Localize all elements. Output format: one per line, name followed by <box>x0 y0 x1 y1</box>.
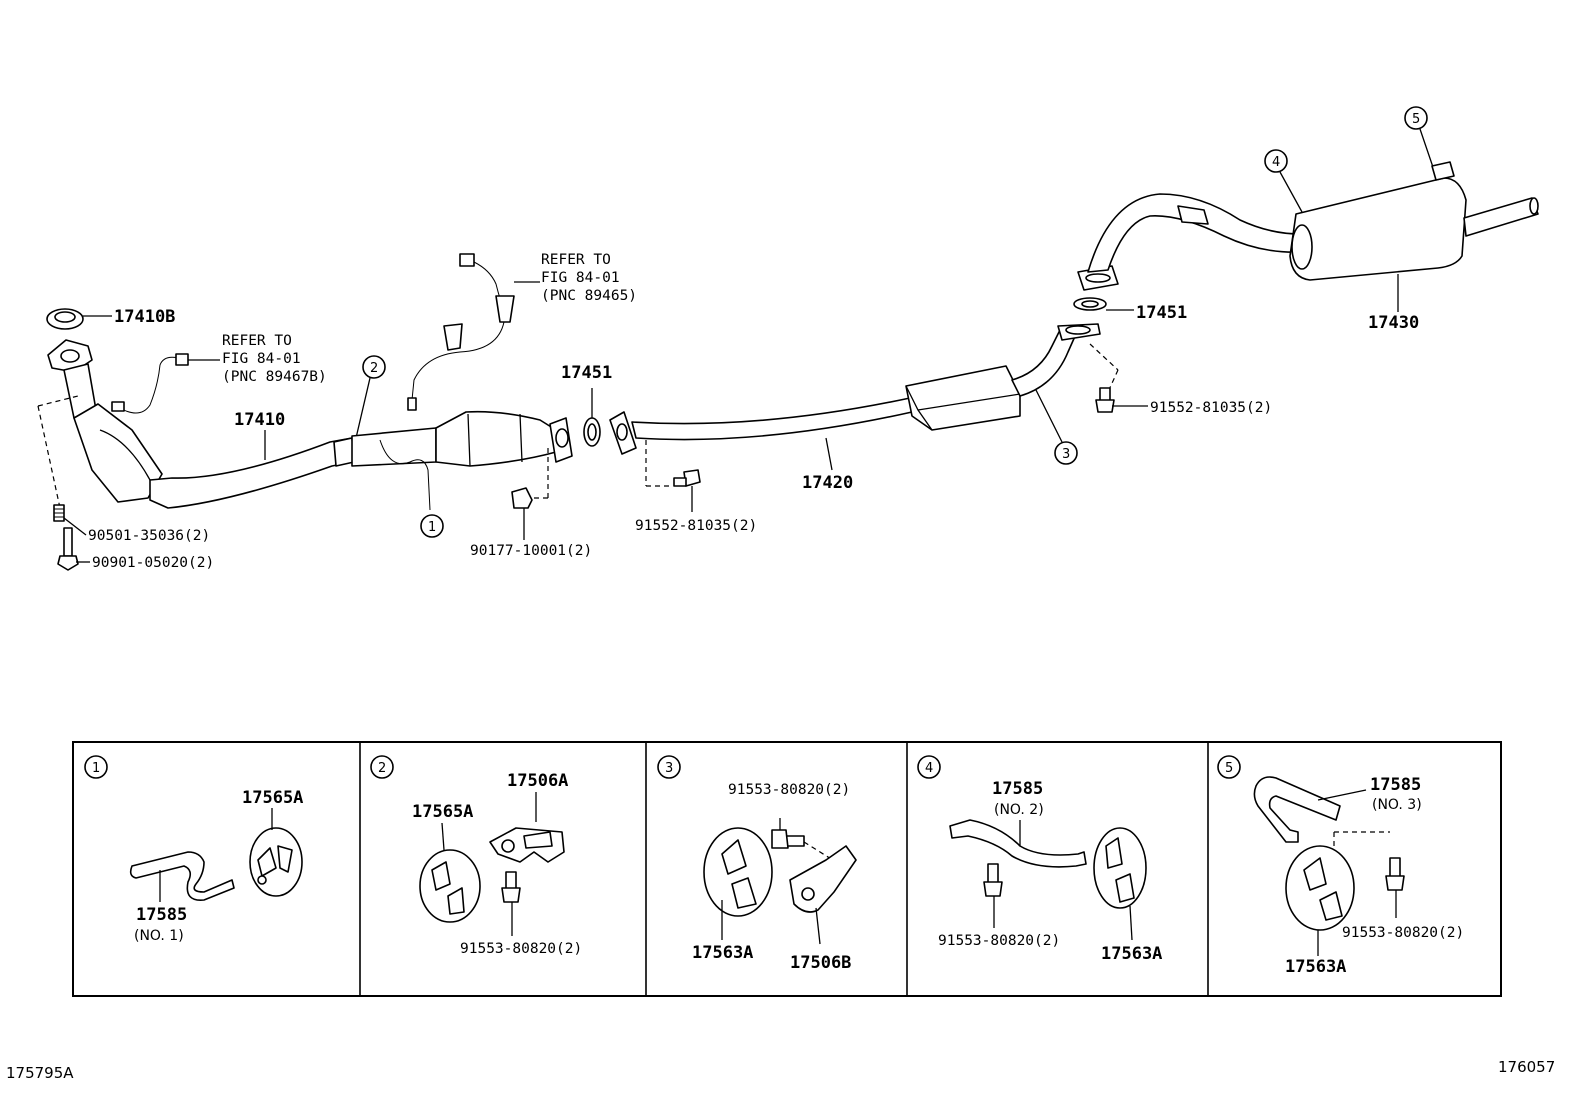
svg-text:17506B: 17506B <box>790 953 851 973</box>
detail-panel-1: 1 17585 (NO. 1) 17565A <box>84 755 303 944</box>
corner-id-left: 175795A <box>6 1064 74 1082</box>
detail-panels <box>72 741 1502 997</box>
gasket-17451-a <box>583 388 601 447</box>
oxygen-sensor-a <box>111 353 220 414</box>
label-17451-a: 17451 <box>561 363 612 383</box>
svg-text:17585: 17585 <box>1370 775 1421 795</box>
label-17451-b: 17451 <box>1136 303 1187 323</box>
label-17410b: 17410B <box>114 307 175 327</box>
gasket-17451-b <box>1073 297 1134 311</box>
center-pipe-17420 <box>609 323 1101 455</box>
svg-text:4: 4 <box>1272 155 1280 170</box>
label-17430: 17430 <box>1368 313 1419 333</box>
label-17410: 17410 <box>234 410 285 430</box>
callout-4: 4 <box>1264 149 1303 213</box>
refer-note-b: REFER TO FIG 84-01 (PNC 89465) <box>541 252 637 304</box>
svg-text:(PNC 89465): (PNC 89465) <box>541 288 637 304</box>
oxygen-sensor-b <box>407 253 540 411</box>
svg-text:91553-80820(2): 91553-80820(2) <box>728 782 850 798</box>
svg-text:5: 5 <box>1412 112 1420 127</box>
label-90177: 90177-10001(2) <box>470 543 592 559</box>
gasket-17410b <box>46 308 112 330</box>
callout-5: 5 <box>1404 106 1455 181</box>
label-17420: 17420 <box>802 473 853 493</box>
tail-pipe-17430 <box>1077 177 1539 291</box>
label-91552-a: 91552-81035(2) <box>635 518 757 534</box>
svg-text:5: 5 <box>1225 761 1233 776</box>
svg-text:(PNC 89467B): (PNC 89467B) <box>222 369 327 385</box>
callout-2: 2 <box>355 355 386 439</box>
svg-text:17585: 17585 <box>136 905 187 925</box>
converter-section <box>351 410 573 467</box>
detail-panel-2: 2 17565A 17506A 91553-80820(2) <box>370 755 582 957</box>
label-90501: 90501-35036(2) <box>88 528 210 544</box>
svg-text:(NO. 2): (NO. 2) <box>994 802 1044 818</box>
svg-text:(NO. 3): (NO. 3) <box>1372 797 1422 813</box>
svg-text:1: 1 <box>92 761 100 776</box>
front-pipe-17410 <box>47 339 355 509</box>
svg-text:91553-80820(2): 91553-80820(2) <box>460 941 582 957</box>
bolt-90901 <box>57 527 90 571</box>
detail-panel-5: 5 17585 (NO. 3) 17563A 91553-80820(2) <box>1217 755 1464 977</box>
stud-90501 <box>53 504 87 536</box>
svg-text:17563A: 17563A <box>1285 957 1346 977</box>
svg-text:REFER TO: REFER TO <box>541 252 611 268</box>
svg-text:17506A: 17506A <box>507 771 568 791</box>
svg-text:17563A: 17563A <box>692 943 753 963</box>
callout-3: 3 <box>1035 389 1078 465</box>
detail-panel-4: 4 17585 (NO. 2) 91553-80820(2) 17563A <box>917 755 1162 964</box>
refer-note-a: REFER TO FIG 84-01 (PNC 89467B) <box>222 333 327 385</box>
svg-text:REFER TO: REFER TO <box>222 333 292 349</box>
svg-text:4: 4 <box>925 761 933 776</box>
label-90901: 90901-05020(2) <box>92 555 214 571</box>
callout-1: 1 <box>420 514 444 538</box>
nut-90177 <box>511 487 533 540</box>
svg-text:2: 2 <box>370 361 378 376</box>
svg-text:91553-80820(2): 91553-80820(2) <box>1342 925 1464 941</box>
svg-text:FIG 84-01: FIG 84-01 <box>222 351 301 367</box>
svg-text:17585: 17585 <box>992 779 1043 799</box>
bolt-91552-b <box>1095 387 1148 413</box>
detail-panel-3: 3 91553-80820(2) 17563A 17506B <box>657 755 857 973</box>
label-91552-b: 91552-81035(2) <box>1150 400 1272 416</box>
bolt-91552-a <box>673 469 701 512</box>
svg-text:17565A: 17565A <box>242 788 303 808</box>
svg-text:1: 1 <box>428 520 436 535</box>
svg-text:17565A: 17565A <box>412 802 473 822</box>
svg-text:17563A: 17563A <box>1101 944 1162 964</box>
corner-id-right: 176057 <box>1498 1058 1555 1076</box>
svg-text:3: 3 <box>1062 447 1070 462</box>
svg-text:91553-80820(2): 91553-80820(2) <box>938 933 1060 949</box>
svg-text:(NO. 1): (NO. 1) <box>134 928 184 944</box>
svg-text:FIG 84-01: FIG 84-01 <box>541 270 620 286</box>
svg-text:3: 3 <box>665 761 673 776</box>
svg-text:2: 2 <box>378 761 386 776</box>
